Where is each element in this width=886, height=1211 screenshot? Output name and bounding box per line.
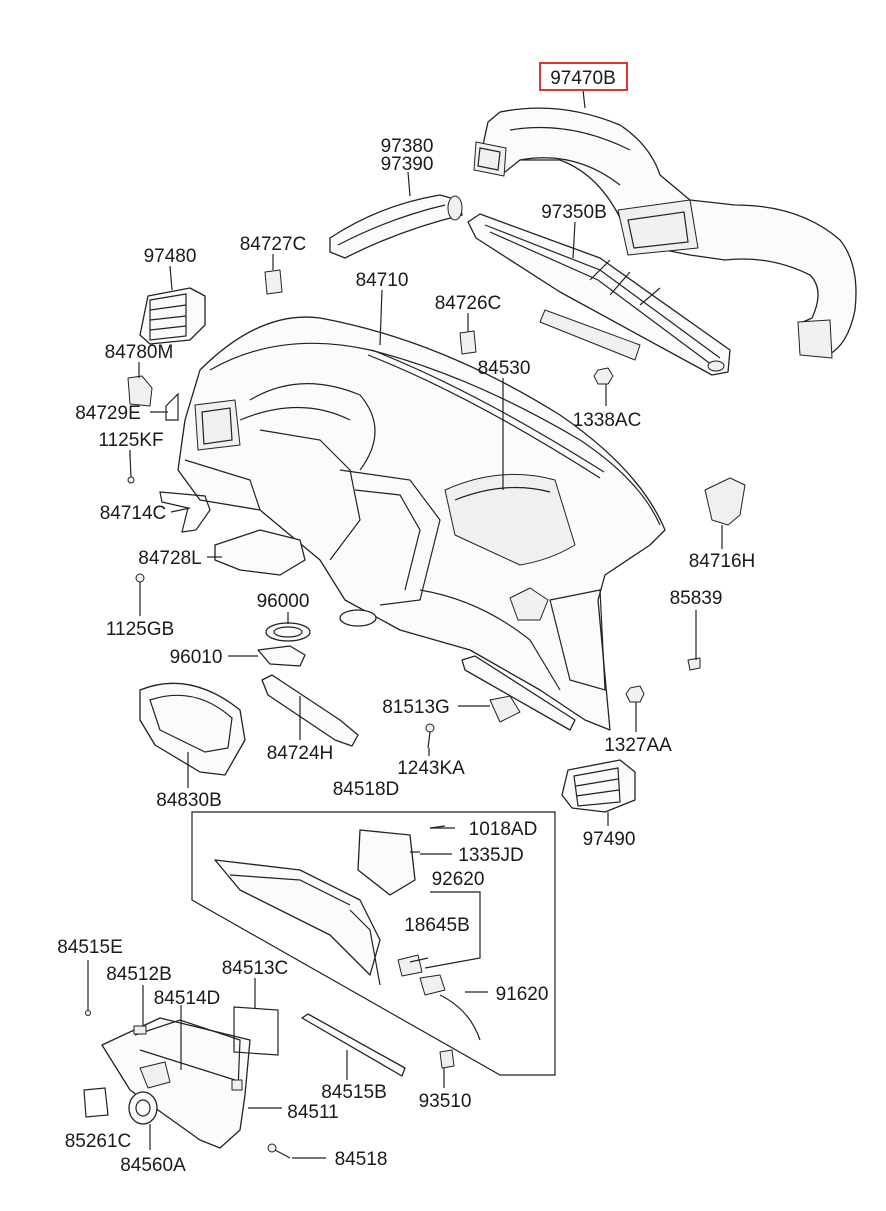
label-84518d[interactable]: 84518D [333, 779, 400, 800]
label-96010[interactable]: 96010 [170, 647, 223, 668]
switch-93510-drawing [439, 1049, 455, 1069]
highlight-box [539, 62, 628, 91]
label-1327aa[interactable]: 1327AA [604, 735, 672, 756]
label-84726c[interactable]: 84726C [435, 293, 502, 314]
clip-84726c-drawing [459, 330, 477, 355]
label-1125gb[interactable]: 1125GB [106, 619, 174, 640]
label-91620[interactable]: 91620 [496, 984, 549, 1005]
crash-pad-84710-drawing [177, 316, 666, 731]
label-92620[interactable]: 92620 [432, 869, 485, 890]
label-1125kf[interactable]: 1125KF [98, 430, 163, 451]
label-97350b[interactable]: 97350B [541, 202, 607, 223]
label-84727c[interactable]: 84727C [240, 234, 307, 255]
clip-85839-drawing [687, 657, 701, 671]
label-97390[interactable]: 97390 [381, 154, 434, 175]
label-81513g[interactable]: 81513G [382, 697, 450, 718]
bracket-84724h-drawing [261, 674, 359, 747]
nut-1338ac-drawing [593, 367, 614, 385]
label-84714c[interactable]: 84714C [100, 503, 167, 524]
cover-96010-drawing [257, 645, 306, 667]
label-84515b[interactable]: 84515B [321, 1082, 387, 1103]
duct-97380-drawing [329, 194, 463, 259]
screw-84515e-drawing [85, 1010, 91, 1016]
label-84780m[interactable]: 84780M [105, 342, 174, 363]
bracket-84714c-drawing [159, 491, 211, 533]
label-93510[interactable]: 93510 [419, 1091, 472, 1112]
screw-1125kf-drawing [127, 453, 135, 484]
label-84518[interactable]: 84518 [335, 1149, 388, 1170]
label-18645b[interactable]: 18645B [404, 915, 470, 936]
label-85261c[interactable]: 85261C [65, 1131, 132, 1152]
pad-84513c-drawing [233, 1006, 279, 1056]
label-84514d[interactable]: 84514D [154, 988, 221, 1009]
nut-1327aa-drawing [625, 685, 645, 703]
label-84511[interactable]: 84511 [287, 1102, 338, 1123]
label-84512b[interactable]: 84512B [106, 964, 172, 985]
label-84729e[interactable]: 84729E [75, 403, 141, 424]
label-97480[interactable]: 97480 [144, 246, 197, 267]
label-84724h[interactable]: 84724H [267, 743, 334, 764]
label-84830b[interactable]: 84830B [156, 790, 222, 811]
label-1018ad[interactable]: 1018AD [469, 819, 538, 840]
label-84710[interactable]: 84710 [356, 270, 409, 291]
label-84728l[interactable]: 84728L [138, 548, 201, 569]
glovebox-84511-drawing [101, 1017, 251, 1149]
leader-lines [87, 89, 723, 1159]
clip-84727c-drawing [264, 269, 283, 295]
damper-84560a-drawing [128, 1091, 158, 1125]
label-1243ka[interactable]: 1243KA [397, 758, 465, 779]
facia-84830b-drawing [139, 682, 246, 776]
bracket-84728l-drawing [214, 529, 306, 576]
screw-1243ka-drawing [425, 723, 435, 749]
strip-84515b-drawing [301, 1013, 406, 1077]
pad-84729e-drawing [165, 392, 179, 421]
label-96000[interactable]: 96000 [257, 591, 310, 612]
label-97490[interactable]: 97490 [583, 829, 636, 850]
bracket-84716h-drawing [704, 477, 746, 526]
duct-97470b-drawing [473, 107, 857, 359]
bracket-84780m-drawing [127, 375, 153, 407]
duct-97350b-drawing [467, 213, 731, 376]
label-1335jd[interactable]: 1335JD [458, 845, 524, 866]
label-84560a[interactable]: 84560A [120, 1155, 186, 1176]
glovebox-frame-84518d-drawing [191, 811, 556, 1076]
label-85261c-drawing [83, 1087, 109, 1118]
label-84530[interactable]: 84530 [478, 358, 531, 379]
label-97470b[interactable]: 97470B [550, 68, 616, 89]
speaker-96000-drawing [265, 609, 377, 642]
label-97380[interactable]: 97380 [381, 136, 434, 157]
screw-84518-drawing [267, 1143, 291, 1159]
label-85839[interactable]: 85839 [670, 588, 723, 609]
label-84716h[interactable]: 84716H [689, 551, 756, 572]
screw-1125gb-drawing [135, 573, 145, 590]
part-labels: 97470B 97380 97390 97350B 97480 84727C 8… [57, 68, 755, 1176]
label-84513c[interactable]: 84513C [222, 958, 289, 979]
label-84515e[interactable]: 84515E [57, 937, 123, 958]
vent-97490-drawing [561, 759, 636, 813]
vent-97480-drawing [139, 287, 206, 345]
label-1338ac[interactable]: 1338AC [573, 410, 642, 431]
bracket-81513g-drawing [461, 655, 576, 731]
